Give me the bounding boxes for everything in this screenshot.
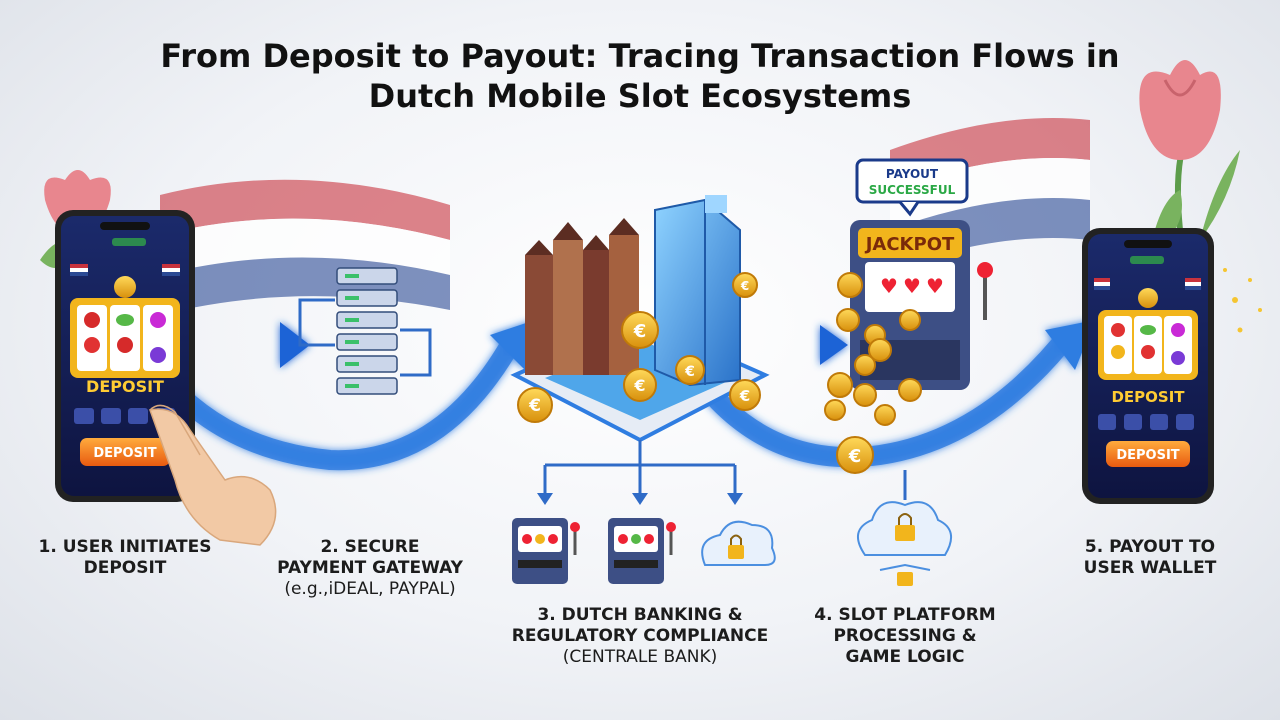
step-1-line1: 1. USER INITIATES [38,537,212,557]
dutch-flag-icon [1094,278,1201,290]
phone-right: DEPOSIT DEPOSIT [1082,228,1214,504]
branch-arrows [543,440,737,495]
step-2-line3: (e.g.,iDEAL, PAYPAL) [284,579,456,599]
euro-coin-icon [114,276,136,298]
heart-icon: ♥ [926,274,944,298]
step-4-line2: PROCESSING & [833,626,977,646]
sparkle-icon [1223,268,1262,333]
step-5-line2: USER WALLET [1083,558,1217,578]
step-label-3: 3. DUTCH BANKING & REGULATORY COMPLIANCE… [505,605,775,668]
step-4-line3: GAME LOGIC [845,647,965,667]
heart-icon: ♥ [880,274,898,298]
step-3-line2: REGULATORY COMPLIANCE [511,626,769,646]
phone-right-deposit-button-label: DEPOSIT [1116,448,1179,463]
euro-symbol: € [848,446,862,467]
payout-bubble-line2: SUCCESSFUL [869,183,956,197]
step-5-line1: 5. PAYOUT TO [1084,537,1216,557]
phone-right-deposit-button[interactable] [1106,441,1190,467]
payout-bubble-line1: PAYOUT [886,167,939,181]
step-label-2: 2. SECURE PAYMENT GATEWAY (e.g.,iDEAL, P… [255,537,485,600]
heart-icon: ♥ [903,274,921,298]
slot-machine-icon [512,518,580,584]
title-line1: From Deposit to Payout: Tracing Transact… [160,37,1120,75]
euro-symbol: € [740,279,749,293]
phone-right-deposit-banner: DEPOSIT [1111,388,1185,406]
step-3-line3: (CENTRALE BANK) [562,647,718,667]
phone-left-deposit-button[interactable] [80,438,170,466]
step-2-line1: 2. SECURE [320,537,420,557]
phone-left-deposit-button-label: DEPOSIT [93,446,156,461]
euro-symbol: € [739,387,750,405]
euro-coins-falling [824,272,922,474]
cloud-lock-icon [701,520,776,566]
step-2-line2: PAYMENT GATEWAY [277,558,463,578]
jackpot-sign: JACKPOT [864,234,955,255]
euro-symbol: € [633,376,645,395]
euro-coins [517,272,761,423]
hand-pointer-icon [149,404,277,546]
dutch-flag-icon [70,264,180,276]
euro-symbol: € [633,321,647,342]
canal-houses-icon [525,218,639,375]
netherlands-flag-left [160,179,450,315]
step-4-line1: 4. SLOT PLATFORM [814,605,996,625]
step-3-line1: 3. DUTCH BANKING & [537,605,743,625]
title-line2: Dutch Mobile Slot Ecosystems [368,77,912,115]
phone-left-deposit-banner: DEPOSIT [86,377,164,396]
dutch-banking-hub: € € € € € € [510,195,770,443]
step-label-5: 5. PAYOUT TO USER WALLET [1045,537,1255,579]
slot-machine-icon [608,518,676,584]
page-title: From Deposit to Payout: Tracing Transact… [0,36,1280,116]
euro-coin-icon [1138,288,1158,308]
euro-symbol: € [684,364,695,380]
step-label-4: 4. SLOT PLATFORM PROCESSING & GAME LOGIC [800,605,1010,668]
step-1-line2: DEPOSIT [83,558,167,578]
euro-symbol: € [528,396,541,416]
payment-gateway-server-icon [298,267,432,395]
step-label-1: 1. USER INITIATES DEPOSIT [20,537,230,579]
cloud-lock-icon [857,501,953,586]
payout-successful-bubble: PAYOUT SUCCESSFUL [855,158,969,217]
skyscraper-icon [654,195,741,387]
